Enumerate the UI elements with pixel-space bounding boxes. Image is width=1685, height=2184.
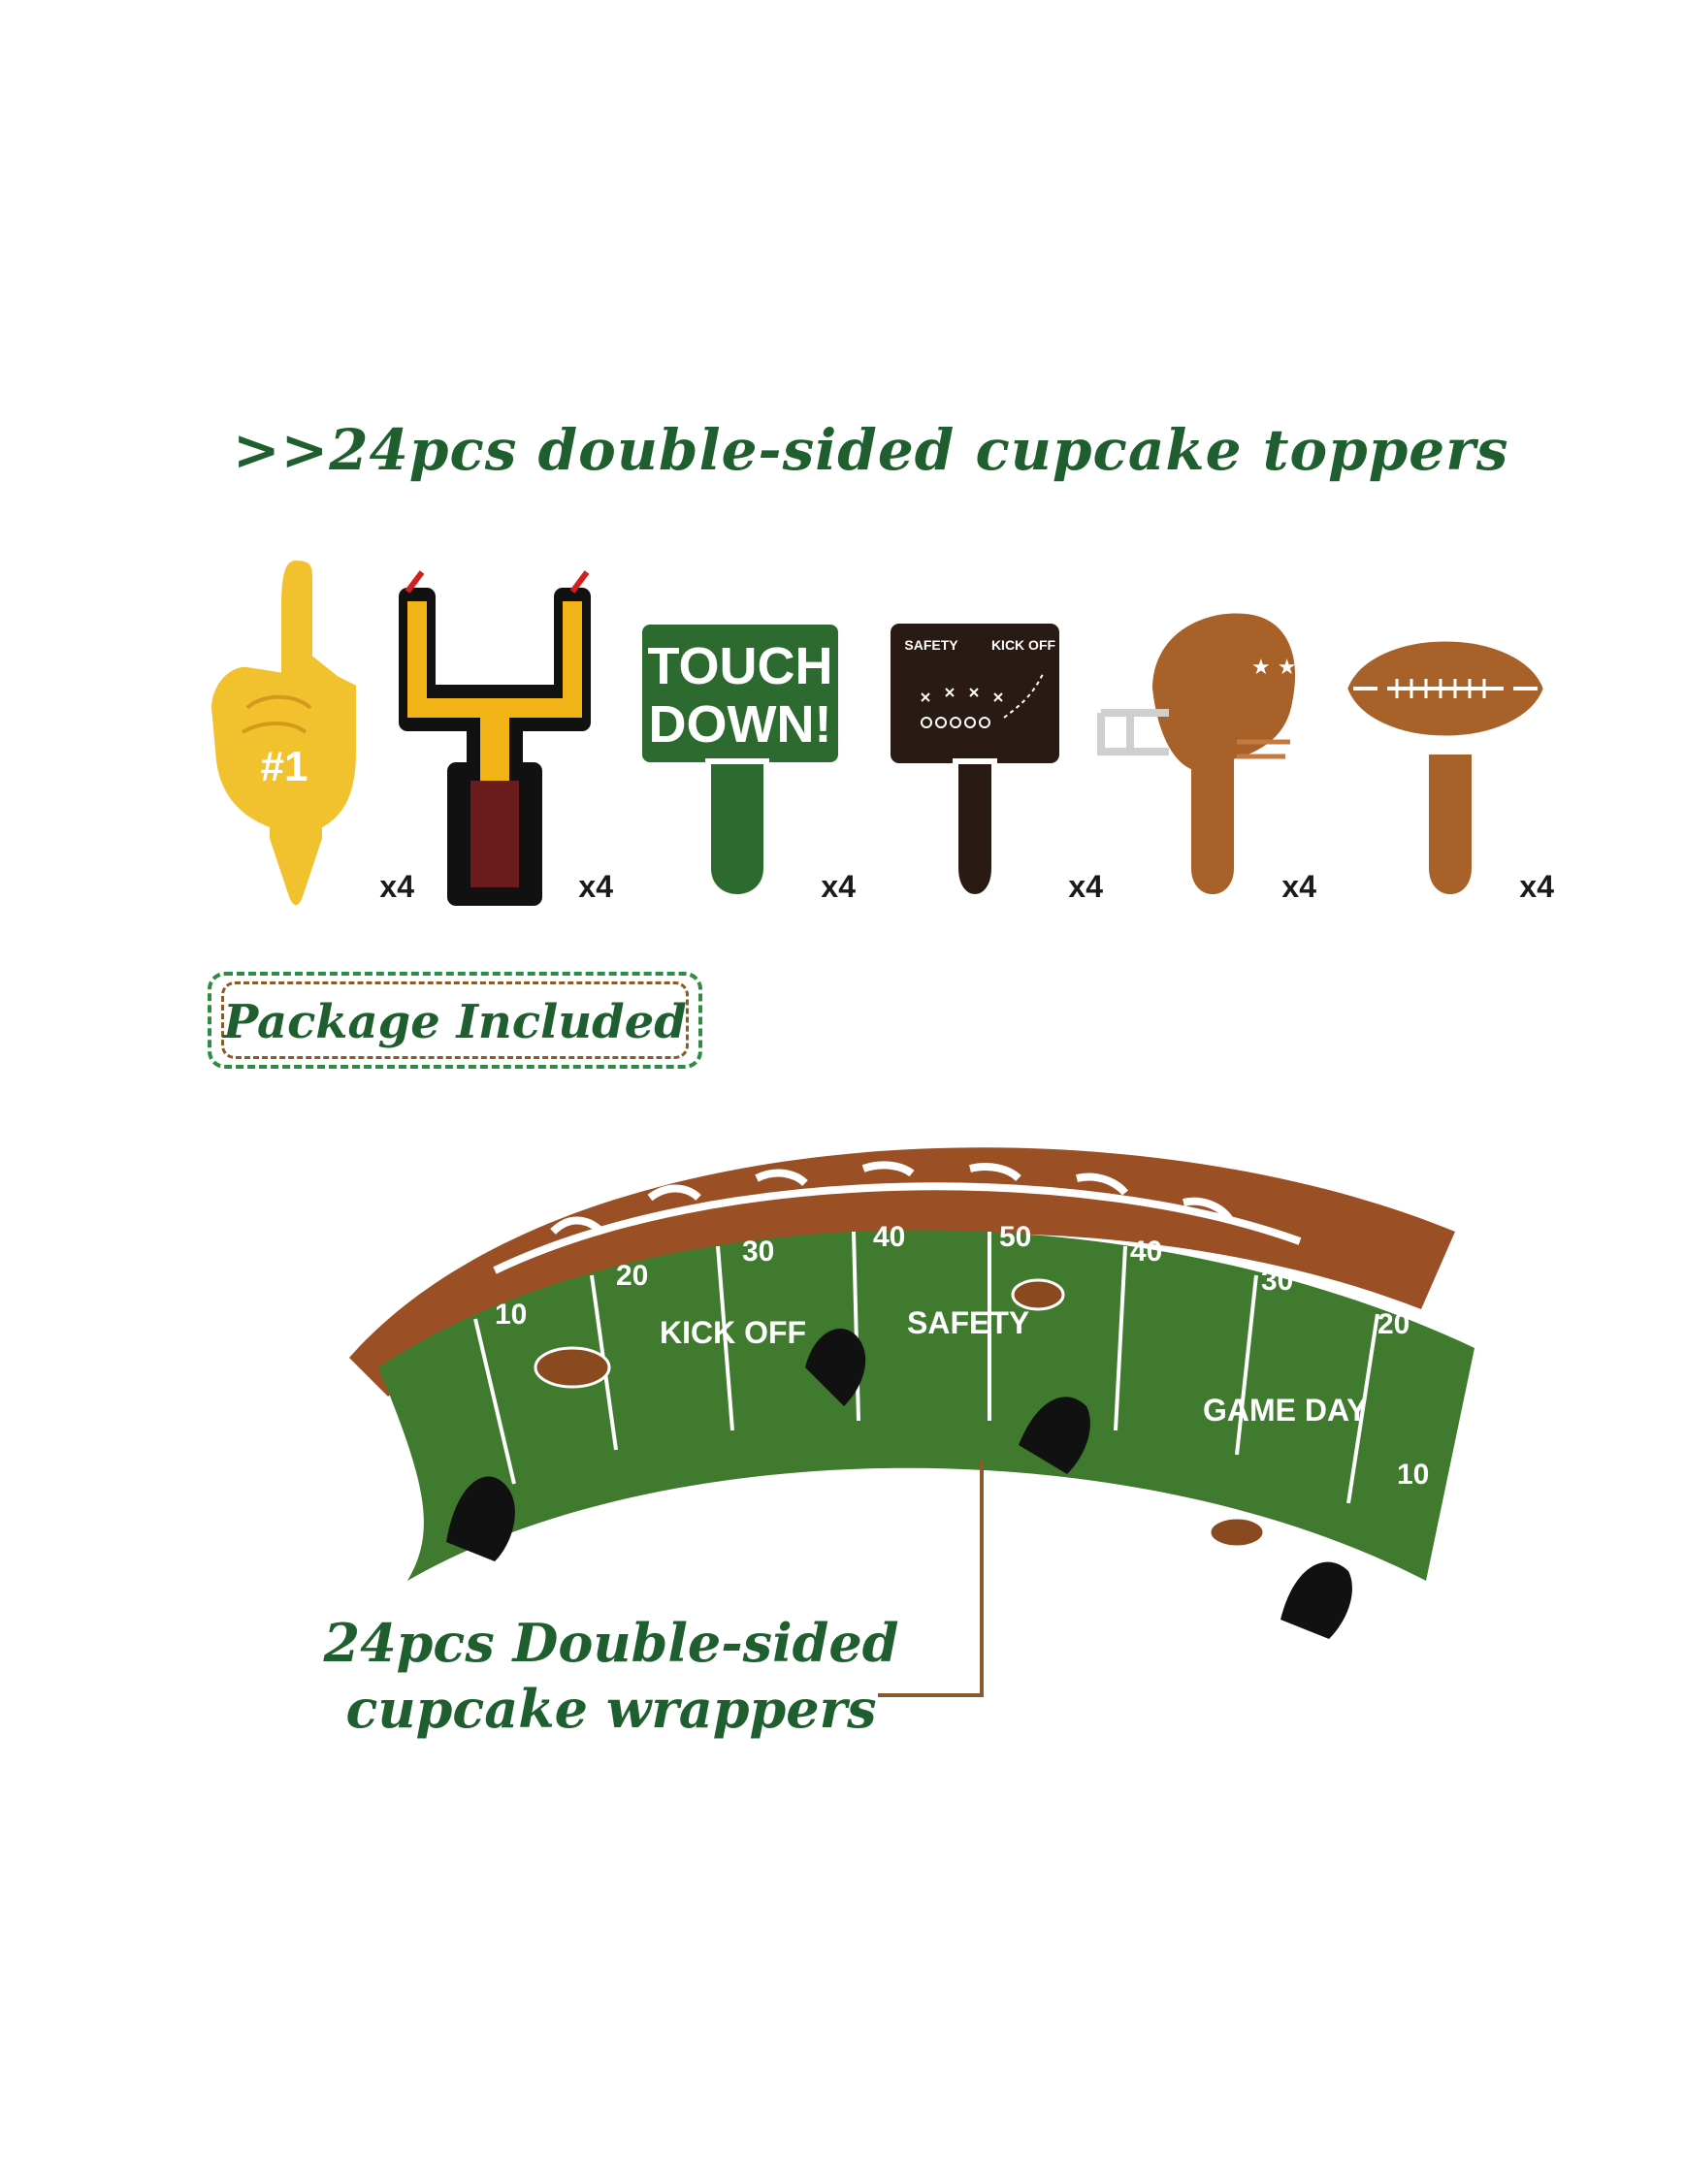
cupcake-wrapper-illustration: 10 20 30 40 50 40 30 20 10 KICK OFF SAFE… (349, 1147, 1474, 1639)
wrappers-caption: 24pcs Double-sided cupcake wrappers (320, 1610, 902, 1742)
touchdown-line1: TOUCH (647, 637, 832, 695)
topper-qty: x4 (821, 869, 856, 904)
wrapper-football-icons (534, 1278, 1266, 1549)
caption-leader-vertical (980, 1460, 984, 1697)
goal-post-topper: x4 (388, 548, 621, 916)
package-included-label: Package Included (223, 995, 687, 1049)
foam-finger-text: #1 (261, 743, 308, 790)
field-text-kick-off: KICK OFF (660, 1315, 806, 1350)
topper-qty: x4 (578, 869, 613, 904)
football-topper: x4 (1329, 548, 1562, 916)
yard-label: 30 (1261, 1265, 1293, 1297)
wrapper-yard-lines (473, 1231, 1379, 1504)
field-text-safety: SAFETY (907, 1305, 1029, 1340)
svg-text:★ ★: ★ ★ (1251, 656, 1296, 680)
yard-label: 40 (1130, 1236, 1162, 1268)
yard-label: 50 (999, 1221, 1031, 1253)
topper-qty: x4 (379, 869, 414, 904)
playbook-label-right: KICK OFF (991, 637, 1056, 653)
touchdown-line2: DOWN! (649, 695, 832, 754)
caption-line1: 24pcs Double-sided (323, 1612, 899, 1674)
topper-qty: x4 (1281, 869, 1316, 904)
field-text-game-day: GAME DAY (1203, 1393, 1368, 1428)
playbook-topper: SAFETY KICK OFF x4 (878, 548, 1111, 916)
toppers-headline: >>24pcs double-sided cupcake toppers (233, 417, 1509, 483)
wrapper-field-layer (378, 1230, 1474, 1581)
yard-label: 40 (873, 1221, 905, 1253)
yard-label: 10 (495, 1299, 527, 1331)
package-included-badge: Package Included (208, 972, 702, 1069)
wrapper-player-silhouettes (446, 1329, 1352, 1639)
touchdown-sign-icon: TOUCH DOWN! (634, 617, 846, 900)
yard-label: 20 (1377, 1308, 1410, 1340)
yard-label: 20 (616, 1260, 648, 1292)
touchdown-topper: TOUCH DOWN! x4 (631, 548, 863, 916)
football-icon (1339, 633, 1552, 900)
helmet-topper: ★ ★ x4 (1091, 548, 1324, 916)
helmet-icon: ★ ★ (1097, 607, 1301, 900)
foam-finger-icon: #1 (205, 554, 362, 912)
wrapper-lace-stitches (550, 1161, 1234, 1236)
goal-post-icon (399, 570, 591, 906)
topper-qty: x4 (1068, 869, 1103, 904)
yard-label: 10 (1397, 1459, 1429, 1491)
playbook-board-icon: SAFETY KICK OFF (885, 618, 1065, 900)
playbook-label-left: SAFETY (904, 637, 958, 653)
topper-qty: x4 (1519, 869, 1554, 904)
foam-finger-topper: #1 x4 (189, 548, 422, 916)
yard-label: 30 (742, 1236, 774, 1268)
caption-leader-horizontal (878, 1693, 984, 1697)
caption-line2: cupcake wrappers (345, 1678, 877, 1740)
badge-inner-border (221, 981, 689, 1059)
